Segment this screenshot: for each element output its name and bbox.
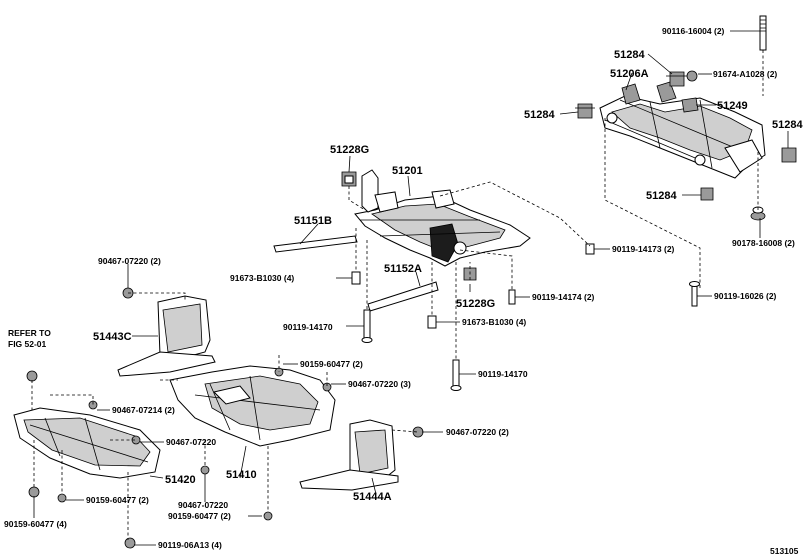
diagram-id: 513105 [770,546,799,556]
label-90159-60477-d[interactable]: 90159-60477 (4) [4,519,67,529]
label-90116-16004[interactable]: 90116-16004 (2) [662,26,725,36]
label-90119-14170-a[interactable]: 90119-14170 [283,322,333,332]
bolt-90119-14173 [585,243,595,255]
label-90119-14170-b[interactable]: 90119-14170 [478,369,528,379]
label-51228G-top[interactable]: 51228G [330,144,369,156]
bolt-90119-14170-a [361,309,373,343]
bolt-90119-14174 [508,289,516,305]
rear-crossmember-51206A [599,81,766,179]
nut-91674-A1028 [686,70,698,82]
brace-51152A [367,281,439,312]
label-51249[interactable]: 51249 [717,100,748,112]
washer-90178-16008 [750,206,766,221]
screw-90159-60477-b [57,493,67,503]
under-cover-51410 [169,365,336,447]
label-91674-A1028[interactable]: 91674-A1028 (2) [713,69,777,79]
label-51284-right[interactable]: 51284 [772,119,803,131]
label-51152A[interactable]: 51152A [384,263,422,275]
bolt-90119-16026 [689,281,700,307]
label-90467-07220-c[interactable]: 90467-07220 [166,437,216,447]
label-90178-16008[interactable]: 90178-16008 (2) [732,238,795,248]
label-90159-60477-c[interactable]: 90159-60477 (2) [168,511,231,521]
bolt-91673-B1030-b [427,315,437,329]
label-51444A[interactable]: 51444A [353,491,392,503]
label-51201[interactable]: 51201 [392,165,423,177]
bushing-51284-left [575,103,595,119]
bracket-51228G-top [341,171,357,187]
label-90159-60477-a[interactable]: 90159-60477 (2) [300,359,363,369]
clip-90467-07220-e [200,465,210,475]
label-90467-07214[interactable]: 90467-07214 (2) [112,405,175,415]
cover-51443C [117,295,216,377]
label-90467-07220-e[interactable]: 90467-07220 [178,500,228,510]
label-51284-low[interactable]: 51284 [646,190,677,202]
label-90119-14173[interactable]: 90119-14173 (2) [612,244,675,254]
bracket-51249 [681,97,699,113]
label-51443C[interactable]: 51443C [93,331,132,343]
bushing-51284-right [781,147,797,163]
label-51410[interactable]: 51410 [226,469,257,481]
label-90119-16026[interactable]: 90119-16026 (2) [714,291,777,301]
bolt-90119-14170-b [450,359,462,391]
label-90467-07220-b[interactable]: 90467-07220 (3) [348,379,411,389]
bushing-51284-low [700,187,714,201]
label-51206A[interactable]: 51206A [610,68,649,80]
label-51284-left[interactable]: 51284 [524,109,555,121]
label-91673-B1030-a[interactable]: 91673-B1030 (4) [230,273,294,283]
refer-note-line1[interactable]: REFER TO [8,328,51,338]
label-90467-07220-a[interactable]: 90467-07220 (2) [98,256,161,266]
label-91673-B1030-b[interactable]: 91673-B1030 (4) [462,317,526,327]
label-51151B[interactable]: 51151B [294,215,332,227]
label-90119-14174[interactable]: 90119-14174 (2) [532,292,595,302]
bolt-90116-16004 [759,15,767,51]
label-90159-60477-b[interactable]: 90159-60477 (2) [86,495,149,505]
label-51420[interactable]: 51420 [165,474,196,486]
clip-90467-07214 [88,400,98,410]
label-90119-06A13[interactable]: 90119-06A13 (4) [158,540,222,550]
label-51284-top[interactable]: 51284 [614,49,645,61]
brace-51151B [273,235,358,253]
clips-90159-60477-c [263,511,273,521]
bolts-90119-06A13 [124,537,136,549]
bushing-51284-top [666,71,688,87]
cover-51420 [13,407,161,479]
label-90467-07220-d[interactable]: 90467-07220 (2) [446,427,509,437]
bolt-91673-B1030-a [351,271,361,285]
refer-note-line2[interactable]: FIG 52-01 [8,339,47,349]
label-51228G-low[interactable]: 51228G [456,298,495,310]
suspension-member-51201 [354,169,531,267]
